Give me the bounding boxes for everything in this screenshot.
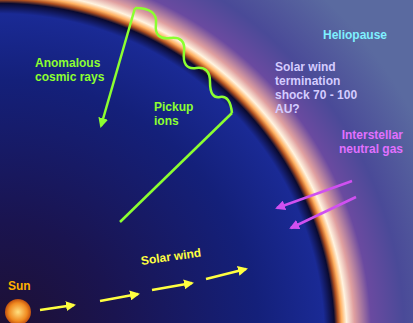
wind-arrow xyxy=(206,269,246,279)
ion-wiggle xyxy=(135,8,232,113)
cosmic-ray-arrow xyxy=(101,8,135,126)
solar-wind-arrows xyxy=(40,269,246,310)
object-label: Sun xyxy=(8,279,38,293)
wind-arrow xyxy=(40,305,74,310)
boundary-label: Solar wind termination shock 70 - 100 AU… xyxy=(275,60,361,116)
neutral-gas-arrows xyxy=(277,181,356,228)
wind-arrow xyxy=(100,294,138,301)
pickup-ion-path xyxy=(101,8,232,222)
process-label: Pickup ions xyxy=(154,100,200,128)
ion-track xyxy=(120,113,232,222)
gas-arrow xyxy=(291,197,356,228)
sun-disc xyxy=(5,299,31,323)
region-label: Heliopause xyxy=(323,28,403,42)
wind-arrow xyxy=(152,283,192,290)
process-label: Anomalous cosmic rays xyxy=(35,56,107,84)
flow-label: Interstellar neutral gas xyxy=(318,128,403,156)
